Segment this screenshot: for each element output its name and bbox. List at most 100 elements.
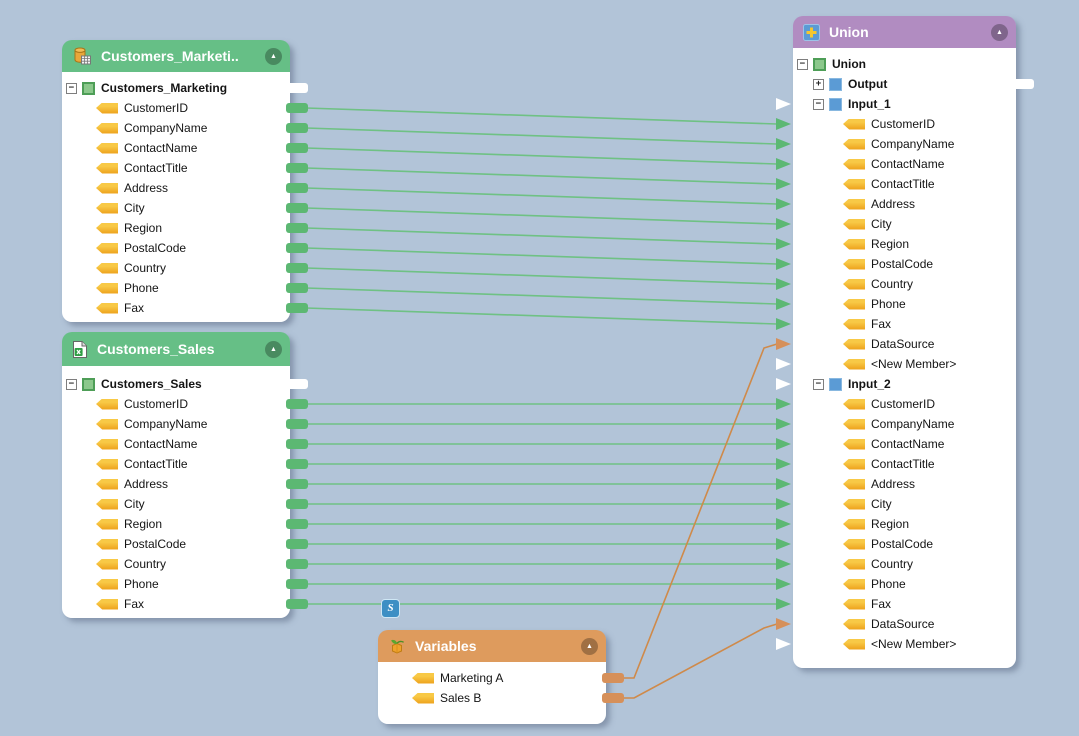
tree-row[interactable]: City (843, 214, 1016, 234)
connection-line-green[interactable] (306, 288, 777, 304)
tree-row[interactable]: Sales B (412, 688, 606, 708)
tree-row[interactable]: <New Member> (843, 634, 1016, 654)
collapse-button[interactable]: ▲ (991, 24, 1008, 41)
tree-row[interactable]: − Input_1 (813, 94, 1016, 114)
connection-line-green[interactable] (306, 168, 777, 184)
tree-row[interactable]: − Customers_Marketing (66, 78, 290, 98)
tree-row[interactable]: CustomerID (96, 98, 290, 118)
input-connector-arrow-green[interactable] (776, 398, 791, 410)
output-connector-green[interactable] (286, 459, 308, 469)
expand-toggle-minus-icon[interactable]: − (813, 99, 824, 110)
tree-row[interactable]: Phone (843, 574, 1016, 594)
tree-row[interactable]: City (843, 494, 1016, 514)
tree-row[interactable]: Marketing A (412, 668, 606, 688)
tree-row[interactable]: Fax (96, 298, 290, 318)
output-connector-green[interactable] (286, 283, 308, 293)
tree-row[interactable]: Region (843, 514, 1016, 534)
input-connector-arrow-green[interactable] (776, 218, 791, 230)
collapse-button[interactable]: ▲ (265, 341, 282, 358)
component-header[interactable]: Union ▲ (793, 16, 1016, 48)
tree-row[interactable]: Address (96, 178, 290, 198)
component-header[interactable]: Customers_Sales ▲ (62, 332, 290, 366)
tree-row[interactable]: Region (843, 234, 1016, 254)
output-connector-white[interactable] (286, 83, 308, 93)
input-connector-arrow-green[interactable] (776, 418, 791, 430)
output-connector-green[interactable] (286, 103, 308, 113)
tree-row[interactable]: CustomerID (843, 114, 1016, 134)
tree-row[interactable]: ContactName (843, 154, 1016, 174)
tree-row[interactable]: + Output (813, 74, 1016, 94)
component-header[interactable]: Variables ▲ (378, 630, 606, 662)
expand-toggle-plus-icon[interactable]: + (813, 79, 824, 90)
output-connector-orange[interactable] (602, 673, 624, 683)
tree-row[interactable]: Country (96, 258, 290, 278)
tree-row[interactable]: ContactTitle (843, 174, 1016, 194)
input-connector-arrow-green[interactable] (776, 258, 791, 270)
tree-row[interactable]: ContactName (96, 434, 290, 454)
expand-toggle-minus-icon[interactable]: − (813, 379, 824, 390)
input-connector-arrow-green[interactable] (776, 178, 791, 190)
input-connector-arrow-white[interactable] (776, 98, 791, 110)
input-connector-arrow-white[interactable] (776, 378, 791, 390)
output-connector-green[interactable] (286, 539, 308, 549)
tree-row[interactable]: Address (96, 474, 290, 494)
input-connector-arrow-green[interactable] (776, 558, 791, 570)
component-union[interactable]: Union ▲ − Union + Output − Input_1 Custo… (793, 16, 1016, 668)
tree-row[interactable]: DataSource (843, 334, 1016, 354)
tree-row[interactable]: CustomerID (96, 394, 290, 414)
output-connector-green[interactable] (286, 419, 308, 429)
input-connector-arrow-white[interactable] (776, 358, 791, 370)
tree-row[interactable]: Address (843, 194, 1016, 214)
connection-line-orange[interactable] (622, 624, 777, 698)
input-connector-arrow-green[interactable] (776, 138, 791, 150)
output-connector-green[interactable] (286, 163, 308, 173)
expand-toggle-minus-icon[interactable]: − (797, 59, 808, 70)
tree-row[interactable]: CustomerID (843, 394, 1016, 414)
component-customers_marketing[interactable]: Customers_Marketi.. ▲ − Customers_Market… (62, 40, 290, 322)
output-connector-green[interactable] (286, 123, 308, 133)
input-connector-arrow-green[interactable] (776, 598, 791, 610)
output-connector-green[interactable] (286, 599, 308, 609)
tree-row[interactable]: Country (843, 274, 1016, 294)
output-connector-orange[interactable] (602, 693, 624, 703)
input-connector-arrow-orange[interactable] (776, 618, 791, 630)
tree-row[interactable]: City (96, 494, 290, 514)
tree-row[interactable]: Region (96, 218, 290, 238)
tree-row[interactable]: Fax (843, 314, 1016, 334)
output-connector-green[interactable] (286, 499, 308, 509)
input-connector-arrow-green[interactable] (776, 238, 791, 250)
output-connector-white[interactable] (1012, 79, 1034, 89)
input-connector-arrow-green[interactable] (776, 458, 791, 470)
output-connector-green[interactable] (286, 183, 308, 193)
output-connector-green[interactable] (286, 399, 308, 409)
connection-line-green[interactable] (306, 188, 777, 204)
tree-row[interactable]: Address (843, 474, 1016, 494)
connection-line-green[interactable] (306, 128, 777, 144)
expand-toggle-minus-icon[interactable]: − (66, 83, 77, 94)
output-connector-green[interactable] (286, 223, 308, 233)
tree-row[interactable]: PostalCode (843, 534, 1016, 554)
tree-row[interactable]: − Customers_Sales (66, 374, 290, 394)
input-connector-arrow-green[interactable] (776, 518, 791, 530)
connection-line-green[interactable] (306, 228, 777, 244)
tree-row[interactable]: ContactTitle (843, 454, 1016, 474)
tree-row[interactable]: PostalCode (96, 238, 290, 258)
output-connector-green[interactable] (286, 203, 308, 213)
input-connector-arrow-green[interactable] (776, 478, 791, 490)
tree-row[interactable]: CompanyName (96, 414, 290, 434)
input-connector-arrow-white[interactable] (776, 638, 791, 650)
tree-row[interactable]: − Input_2 (813, 374, 1016, 394)
input-connector-arrow-green[interactable] (776, 198, 791, 210)
input-connector-arrow-green[interactable] (776, 278, 791, 290)
output-connector-green[interactable] (286, 519, 308, 529)
connection-line-green[interactable] (306, 208, 777, 224)
tree-row[interactable]: − Union (797, 54, 1016, 74)
tree-row[interactable]: Country (96, 554, 290, 574)
tree-row[interactable]: CompanyName (96, 118, 290, 138)
scope-badge[interactable]: S (381, 599, 400, 618)
output-connector-green[interactable] (286, 243, 308, 253)
tree-row[interactable]: Phone (96, 574, 290, 594)
tree-row[interactable]: ContactTitle (96, 158, 290, 178)
tree-row[interactable]: Region (96, 514, 290, 534)
